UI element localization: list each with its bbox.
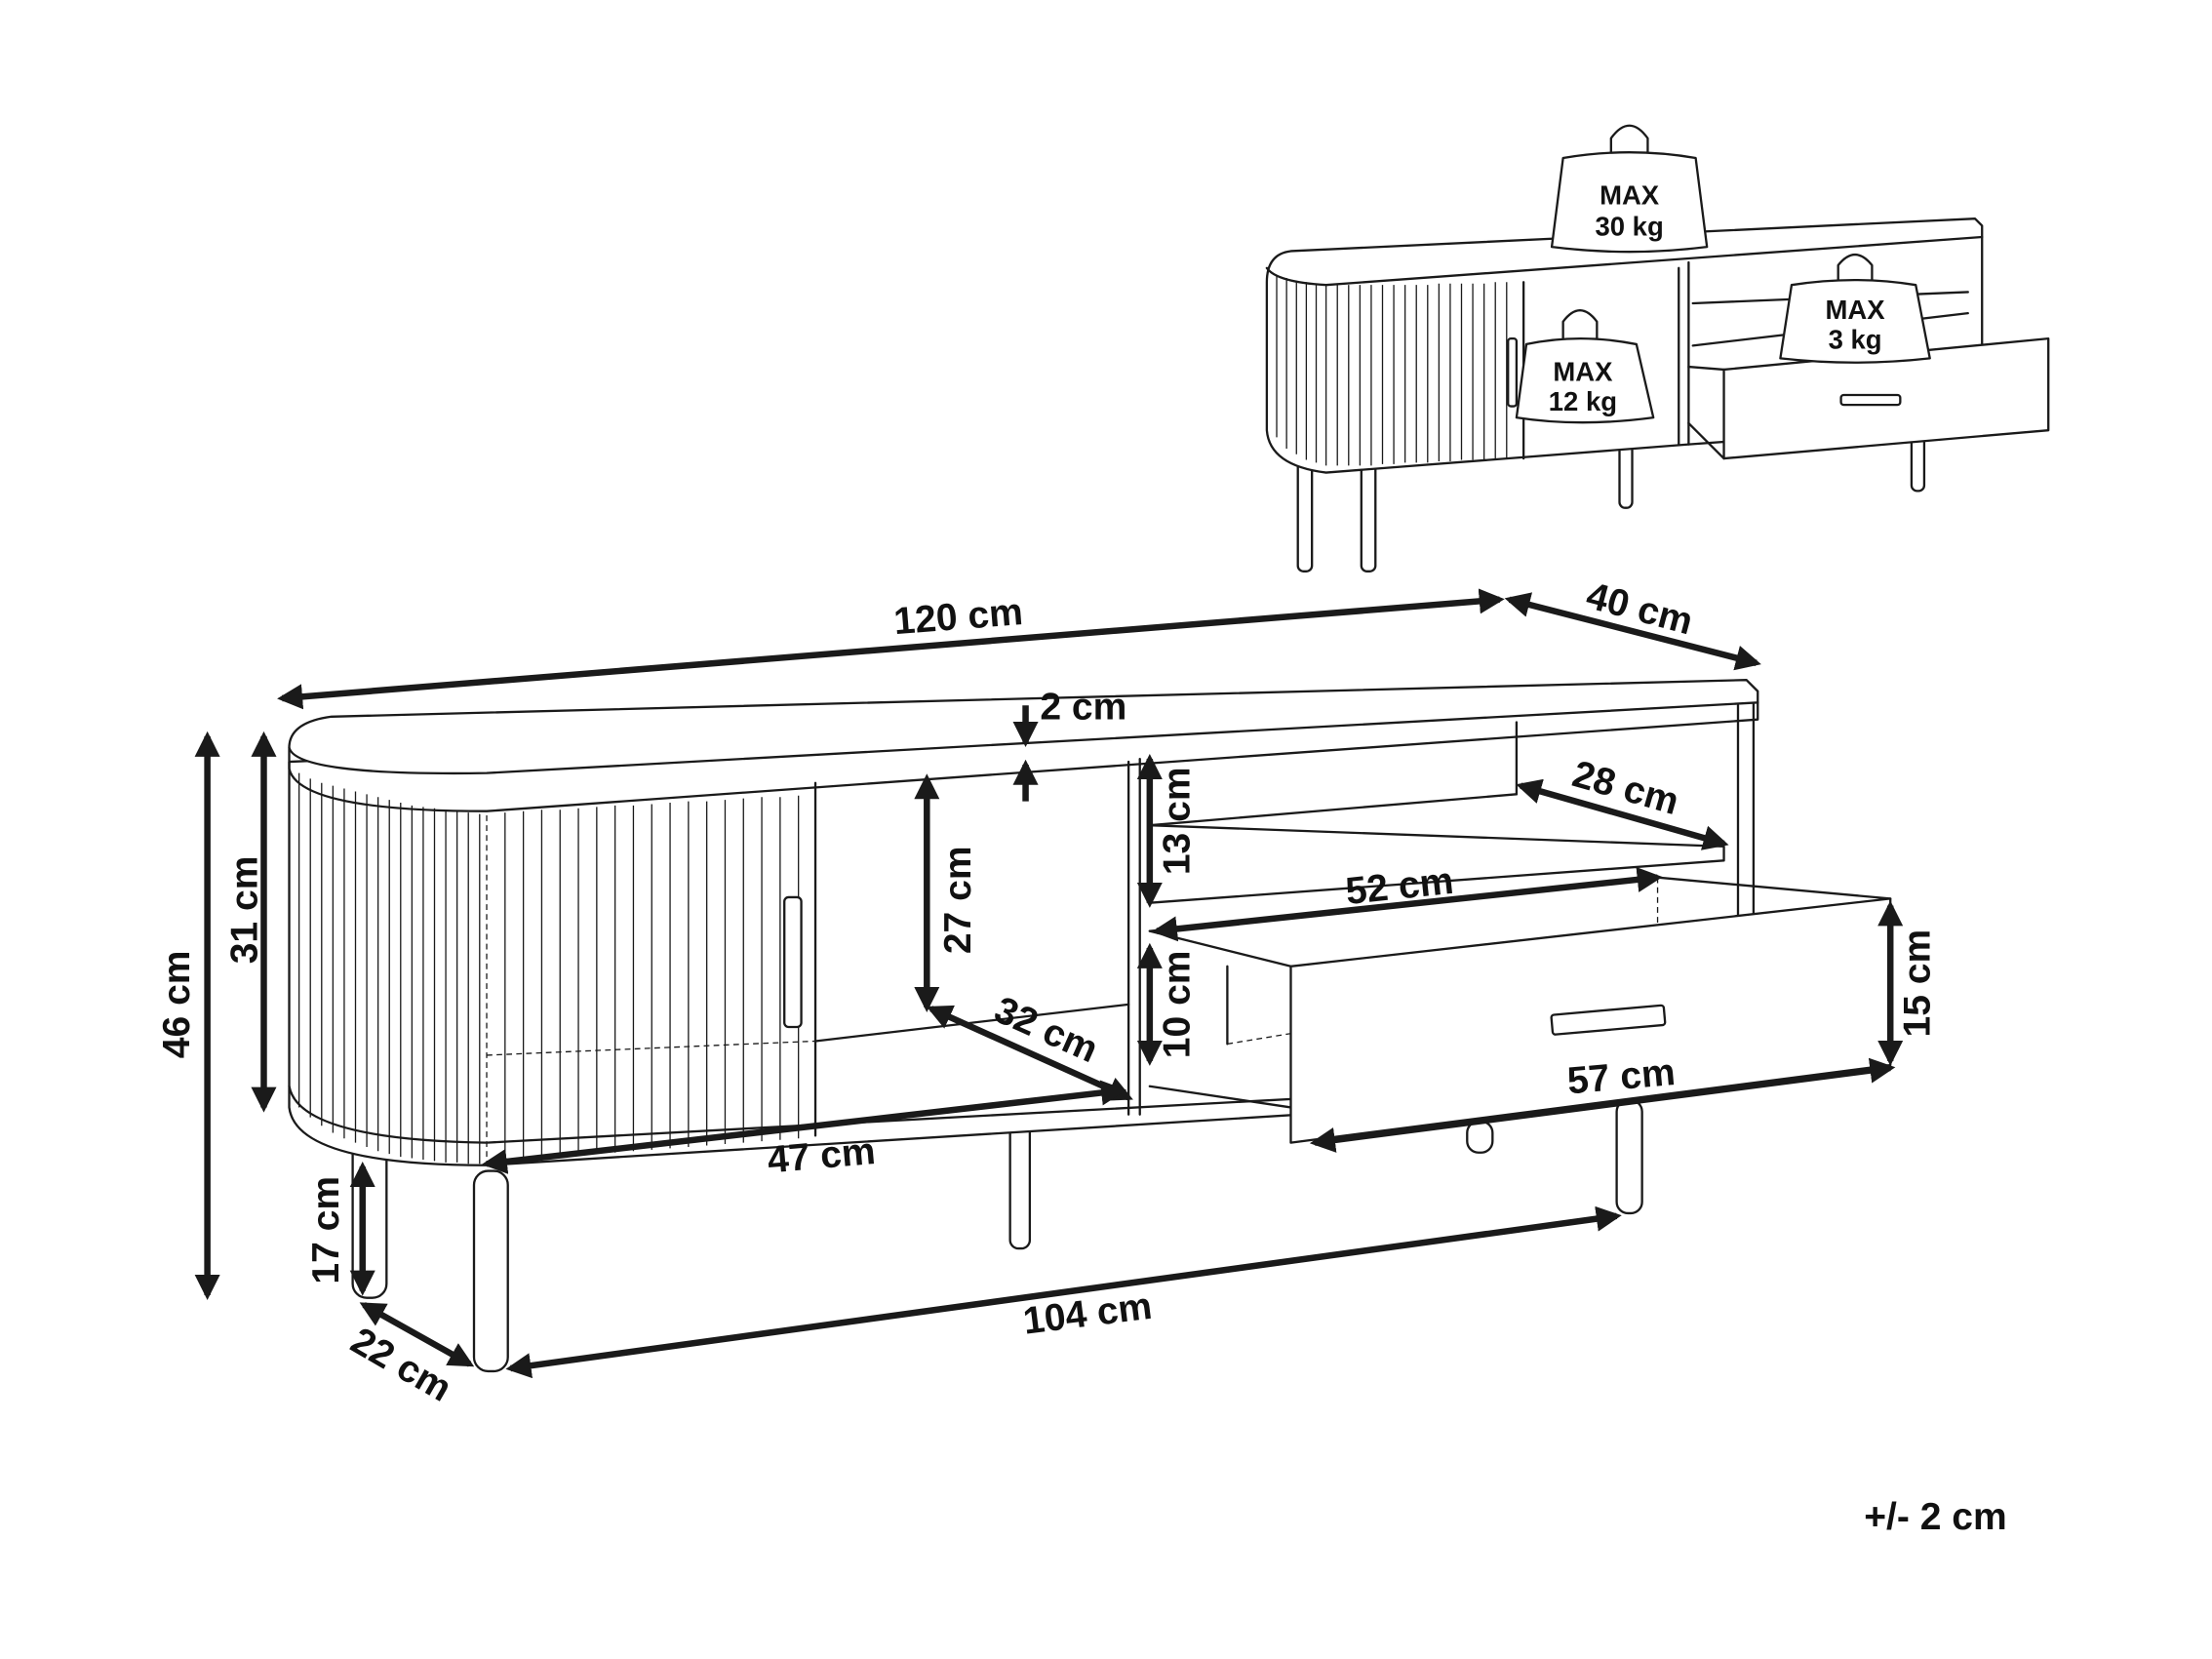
weight-limit-top: MAX 30 kg [1550,124,1709,254]
tolerance-label: +/- 2 cm [1864,1496,2007,1538]
weight-limit-compartment: MAX 12 kg [1515,309,1655,424]
door-slats [297,772,800,1165]
weight-limit-drawer: MAX 3 kg [1779,253,1931,364]
drawer-front-height-label: 15 cm [1897,929,1939,1038]
drawer-inner-height-label: 10 cm [1156,950,1198,1058]
width-label: 120 cm [892,591,1024,643]
load-label: MAX [1600,180,1660,211]
upper-shelf-height-label: 13 cm [1156,767,1198,875]
inset-door-slats [1276,275,1508,466]
load-value: 3 kg [1829,324,1882,354]
body-height-label: 31 cm [223,856,265,965]
leg-depth-label: 22 cm [344,1320,458,1410]
top-thickness-label: 2 cm [1040,687,1126,729]
load-label: MAX [1553,357,1613,387]
load-label: MAX [1826,295,1886,325]
compartment-height-label: 27 cm [937,846,979,954]
inset-furniture-view [1265,217,2050,573]
door-width-label: 47 cm [766,1130,877,1181]
dimension-lines [194,588,1904,1379]
door-handle [783,895,803,1029]
drawer-front-width-label: 57 cm [1565,1051,1677,1102]
dimension-labels: 120 cm 40 cm 2 cm 46 cm 31 cm 27 cm 13 c… [156,574,2007,1538]
drawer-handle [1550,1004,1667,1036]
leg-height-label: 17 cm [305,1176,347,1284]
load-value: 30 kg [1596,212,1664,242]
total-height-label: 46 cm [156,950,198,1058]
load-value: 12 kg [1549,386,1617,416]
